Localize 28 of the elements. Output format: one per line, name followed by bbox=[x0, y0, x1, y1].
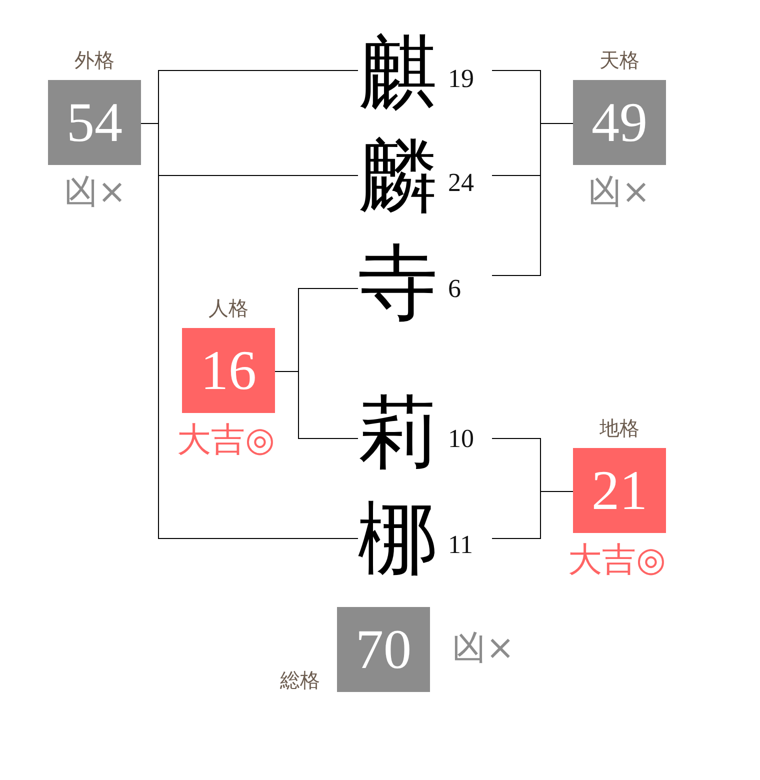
fortune-verdict: 大吉◎ bbox=[568, 540, 666, 580]
name-character: 梛 bbox=[358, 498, 438, 582]
fortune-category-label: 天格 bbox=[600, 48, 640, 72]
bracket-line bbox=[274, 371, 358, 439]
bracket-line bbox=[492, 123, 574, 276]
stroke-count: 19 bbox=[448, 64, 474, 94]
fortune-category-label: 外格 bbox=[74, 48, 114, 72]
fortune-verdict: 凶× bbox=[452, 628, 514, 668]
fortune-category-label: 人格 bbox=[208, 296, 248, 320]
score-box: 16 bbox=[182, 328, 275, 413]
name-character: 莉 bbox=[358, 392, 438, 476]
score-box: 54 bbox=[48, 80, 141, 165]
fortune-verdict: 大吉◎ bbox=[177, 420, 275, 460]
stroke-count: 10 bbox=[448, 424, 474, 454]
stroke-count: 24 bbox=[448, 168, 474, 198]
fortune-category-label: 地格 bbox=[600, 416, 640, 440]
bracket-line bbox=[492, 491, 574, 539]
score-box: 70 bbox=[337, 607, 430, 692]
stroke-count: 11 bbox=[448, 530, 474, 560]
name-character: 寺 bbox=[358, 242, 438, 326]
name-character: 麒 bbox=[358, 32, 438, 116]
score-box: 21 bbox=[573, 448, 666, 533]
stroke-count: 6 bbox=[448, 274, 461, 304]
fortune-category-label: 総格 bbox=[280, 668, 320, 692]
name-character: 麟 bbox=[358, 136, 438, 220]
fortune-verdict: 凶× bbox=[588, 172, 650, 212]
fortune-verdict: 凶× bbox=[64, 172, 126, 212]
score-box: 49 bbox=[573, 80, 666, 165]
